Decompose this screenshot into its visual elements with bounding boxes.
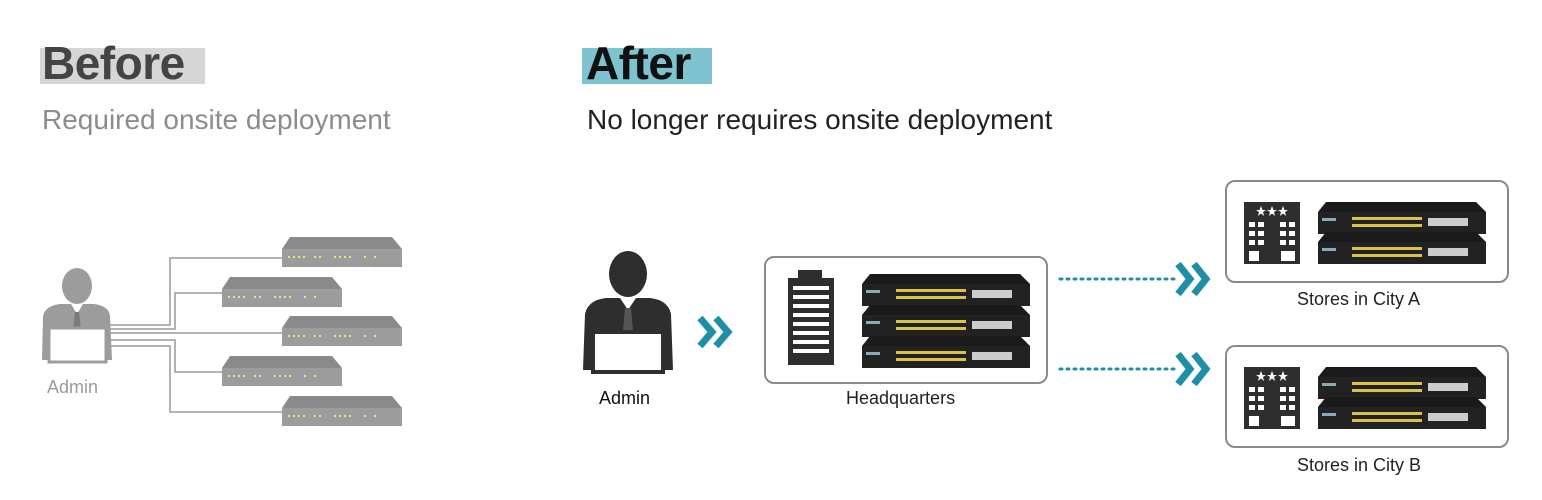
store-a-label: Stores in City A: [1297, 289, 1421, 309]
store-a-switch-icon-1: [1318, 202, 1486, 234]
after-subtitle: No longer requires onsite deployment: [587, 104, 1053, 135]
before-subtitle: Required onsite deployment: [42, 104, 391, 135]
before-title-highlight: [40, 48, 205, 84]
after-admin-label: Admin: [599, 388, 651, 408]
hq-switch-icon-1: [862, 274, 1030, 306]
before-switch-icon-1: [282, 237, 402, 267]
before-switch-icon-3: [282, 316, 402, 346]
before-switch-icon-2: [222, 277, 342, 307]
hotel-store-icon: [1244, 202, 1300, 264]
store-b-label: Stores in City B: [1297, 455, 1422, 475]
before-admin-icon: [42, 268, 112, 364]
before-switch-icon-4: [222, 356, 342, 386]
store-a-switch-icon-2: [1318, 232, 1486, 264]
before-title: Before: [42, 37, 185, 89]
store-b-switch-icon-1: [1318, 367, 1486, 399]
after-title: After: [586, 37, 691, 89]
after-admin-icon: [583, 251, 673, 374]
hq-switch-icon-2: [862, 305, 1030, 337]
before-admin-label: Admin: [47, 377, 99, 397]
hq-switch-icon-3: [862, 336, 1030, 368]
before-switch-icon-5: [282, 396, 402, 426]
after-title-highlight: [582, 48, 712, 84]
before-connection-lines: [110, 257, 282, 413]
arrow-to-store-b: [1058, 351, 1211, 387]
double-chevron-right-icon: [697, 315, 733, 349]
arrow-to-store-a: [1058, 261, 1211, 297]
headquarters-label: Headquarters: [846, 388, 956, 408]
office-building-icon: [788, 270, 834, 365]
hotel-store-icon: [1244, 367, 1300, 429]
store-b-switch-icon-2: [1318, 397, 1486, 429]
